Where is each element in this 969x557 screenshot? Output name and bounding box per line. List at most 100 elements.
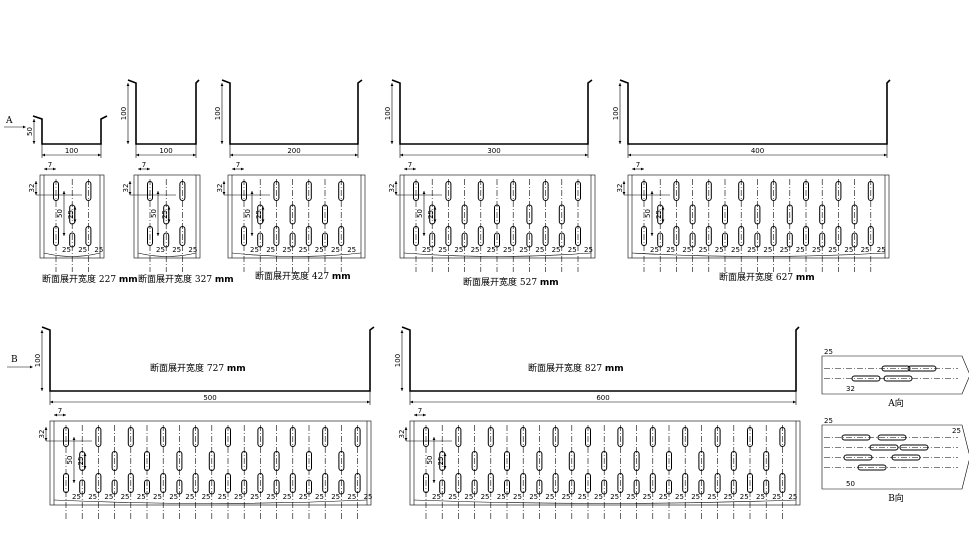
pitch-label: 25 [487, 246, 496, 254]
pitch-label: 25 [763, 246, 772, 254]
pitch-label: 25 [282, 246, 291, 254]
slot-hole [494, 232, 500, 248]
slot-hole [552, 427, 559, 447]
plan-outline [49, 420, 372, 506]
slot-hole [413, 226, 419, 246]
slot-hole [79, 479, 86, 495]
detail-dim: 25 [824, 417, 833, 425]
slot-hole [835, 181, 842, 201]
pitch-label: 25 [188, 246, 197, 254]
pitch-label: 25 [234, 493, 243, 501]
dimension-label: 100 [394, 354, 402, 367]
slot-hole [289, 473, 296, 493]
slot-hole [322, 204, 328, 225]
dimension-arrow [622, 181, 626, 184]
dimension-label: 25 [427, 210, 435, 219]
slot-hole [163, 232, 170, 248]
slot-hole [439, 479, 446, 495]
dimension-arrow [661, 206, 665, 210]
channel-cross-section [221, 79, 363, 145]
pitch-label: 25 [283, 493, 292, 501]
slot-hole [851, 204, 858, 225]
slot-hole [338, 226, 345, 246]
dimension-arrow [62, 233, 66, 236]
slot-hole [835, 226, 842, 246]
slot-hole [413, 181, 419, 201]
dimension-label: 32 [216, 184, 224, 193]
slot-hole [461, 204, 468, 225]
slot-hole [504, 451, 510, 471]
dimension-label: 7 [58, 407, 62, 415]
dimension-arrow [156, 233, 160, 236]
pitch-label: 25 [121, 493, 130, 501]
dimension-arrow [83, 466, 87, 469]
detail-outline [821, 424, 969, 490]
pitch-label: 25 [796, 246, 805, 254]
dimension-label: 50 [26, 127, 34, 136]
dimension-arrow [250, 233, 254, 236]
slot-hole [867, 181, 874, 201]
slot-hole [657, 232, 664, 248]
slot-hole [770, 226, 777, 246]
pitch-label: 25 [266, 493, 275, 501]
dimension-arrow [632, 167, 635, 171]
dimension-arrow [394, 181, 398, 184]
slot-hole [738, 181, 745, 201]
dimension-arrow [44, 167, 47, 171]
plan-outline [409, 420, 801, 506]
slot-hole [423, 473, 429, 493]
slot-hole [819, 232, 826, 248]
dimension-arrow [394, 192, 398, 195]
pitch-label: 25 [471, 246, 480, 254]
dimension-arrow [400, 153, 403, 157]
slot-hole [552, 473, 559, 493]
caption-unit: mm [332, 272, 351, 282]
bottom-curve [53, 499, 368, 504]
slot-hole [289, 204, 296, 225]
slot-hole [179, 226, 186, 246]
channel-cross-section [41, 326, 375, 392]
pitch-label: 25 [364, 493, 373, 501]
pitch-label: 25 [780, 246, 789, 254]
expanded-width-caption: 断面展开宽度 227 mm [42, 273, 138, 285]
dimension-arrow [40, 330, 44, 333]
dimension-arrow [650, 233, 654, 236]
dimension-arrow [884, 153, 887, 157]
pitch-label: 25 [552, 246, 561, 254]
pitch-label: 25 [666, 246, 675, 254]
slot-hole [689, 204, 696, 225]
dimension-arrow [261, 219, 265, 223]
pitch-label: 25 [153, 493, 162, 501]
slot-hole [95, 427, 102, 447]
slot-hole [641, 181, 647, 201]
pitch-label: 25 [747, 246, 756, 254]
dimension-arrow [147, 167, 150, 171]
slot-hole [208, 479, 215, 495]
slot-hole [494, 204, 500, 225]
pitch-label: 25 [503, 246, 512, 254]
dimension-arrow [128, 192, 132, 195]
slot-hole [682, 427, 689, 447]
dimension-label: 50 [150, 209, 158, 218]
pitch-label: 25 [828, 246, 837, 254]
slot-hole [241, 226, 247, 246]
pitch-label: 25 [454, 246, 463, 254]
pitch-label: 25 [756, 493, 765, 501]
dimension-label: 7 [636, 161, 640, 169]
slot-hole [763, 479, 770, 495]
slot-hole [192, 427, 199, 447]
dimension-label: 100 [612, 107, 620, 120]
caption-unit: mm [540, 278, 559, 288]
dimension-arrow [413, 167, 416, 171]
dimension-arrow [404, 427, 408, 430]
slot-hole [747, 473, 753, 493]
pitch-label: 25 [347, 493, 356, 501]
slot-hole [722, 204, 728, 225]
pitch-label: 25 [610, 493, 619, 501]
section-letter-A: A [5, 116, 13, 126]
plan-outline [627, 174, 890, 259]
slot-hole [747, 427, 753, 447]
